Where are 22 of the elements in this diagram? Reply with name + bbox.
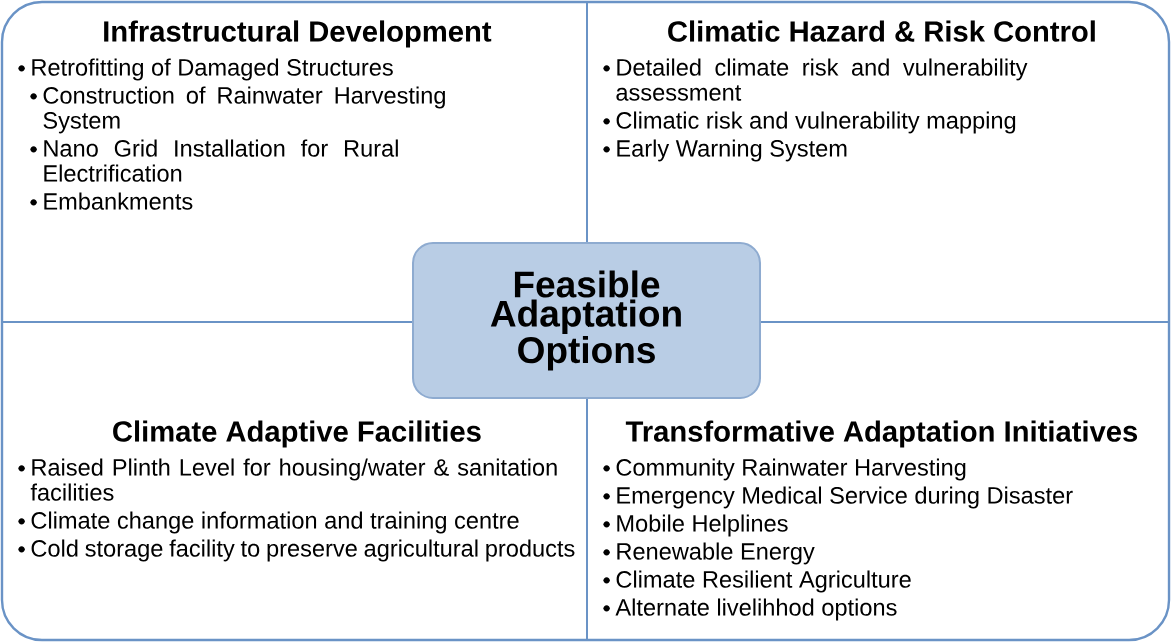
bullet-item: Retrofitting of Damaged Structures: [18, 58, 393, 81]
bullet-item: Alternate livelihhod options: [603, 598, 897, 621]
hub-box: [412, 242, 761, 399]
bullet-item: Climate change information and training centre: [18, 511, 519, 534]
bullet-item: Construction of Rainwater Harvesting System: [30, 86, 445, 134]
bullet-item: Emergency Medical Service during Disaster: [603, 486, 1073, 509]
bullet-item: Nano Grid Installation for Rural Electrification: [30, 139, 398, 182]
hub-title: Feasible Adaptation Options: [490, 270, 681, 371]
bullet-item: Cold storage facility to preserve agricultural products: [18, 539, 575, 562]
bullet-item: Detailed climate risk and vulnerability assessment: [603, 58, 1028, 101]
bullet-item: Climatic risk and vulnerability mapping: [603, 111, 1016, 134]
quadrant-heading: Climate Adaptive Facilities: [113, 420, 481, 448]
bullet-item: Renewable Energy: [603, 542, 815, 565]
bullet-item: Early Warning System: [603, 139, 847, 162]
bullet-item: Climate Resilient Agriculture: [603, 570, 911, 593]
bullet-item: Raised Plinth Level for housing/water & sanitation facilities: [18, 458, 557, 501]
bullet-item: Embankments: [30, 192, 193, 210]
quadrant-heading: Infrastructural Development: [104, 20, 492, 48]
bullet-item: Community Rainwater Harvesting: [603, 458, 966, 481]
quadrant-heading: Transformative Adaptation Initiatives: [625, 420, 1138, 448]
quadrant-heading: Climatic Hazard & Risk Control: [668, 20, 1095, 42]
bullet-item: Mobile Helplines: [603, 514, 788, 537]
